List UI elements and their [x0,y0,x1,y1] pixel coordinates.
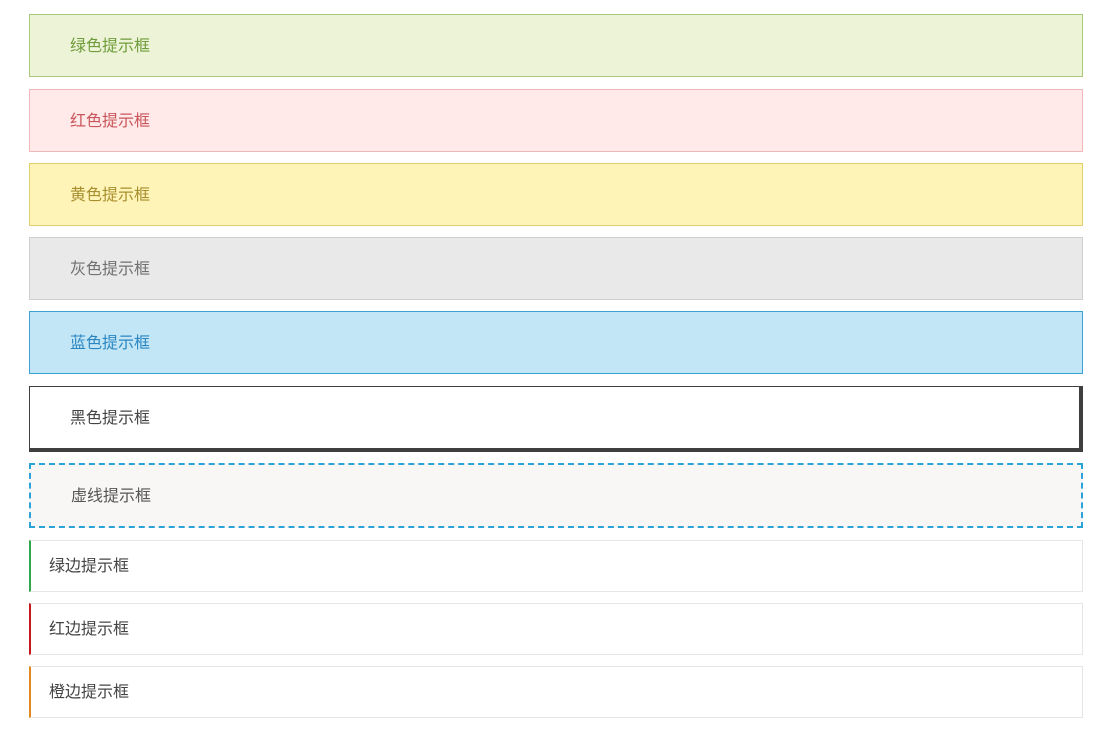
yellow-alert-label: 黄色提示框 [70,184,151,204]
black-alert-label: 黑色提示框 [70,407,151,427]
black-alert-box: 黑色提示框 [29,386,1083,452]
dashed-alert-label: 虚线提示框 [71,485,152,505]
green-alert-label: 绿色提示框 [70,35,151,55]
dashed-alert-box: 虚线提示框 [29,463,1083,528]
gray-alert-label: 灰色提示框 [70,258,151,278]
gray-alert-box: 灰色提示框 [29,237,1083,300]
red-side-alert-label: 红边提示框 [49,619,130,638]
red-side-alert-box: 红边提示框 [29,603,1083,655]
blue-alert-box: 蓝色提示框 [29,311,1083,374]
green-alert-box: 绿色提示框 [29,14,1083,77]
orange-side-alert-box: 橙边提示框 [29,666,1083,718]
green-side-alert-box: 绿边提示框 [29,540,1083,592]
red-alert-label: 红色提示框 [70,110,151,130]
green-side-alert-label: 绿边提示框 [49,556,130,575]
yellow-alert-box: 黄色提示框 [29,163,1083,226]
blue-alert-label: 蓝色提示框 [70,332,151,352]
red-alert-box: 红色提示框 [29,89,1083,152]
orange-side-alert-label: 橙边提示框 [49,682,130,701]
